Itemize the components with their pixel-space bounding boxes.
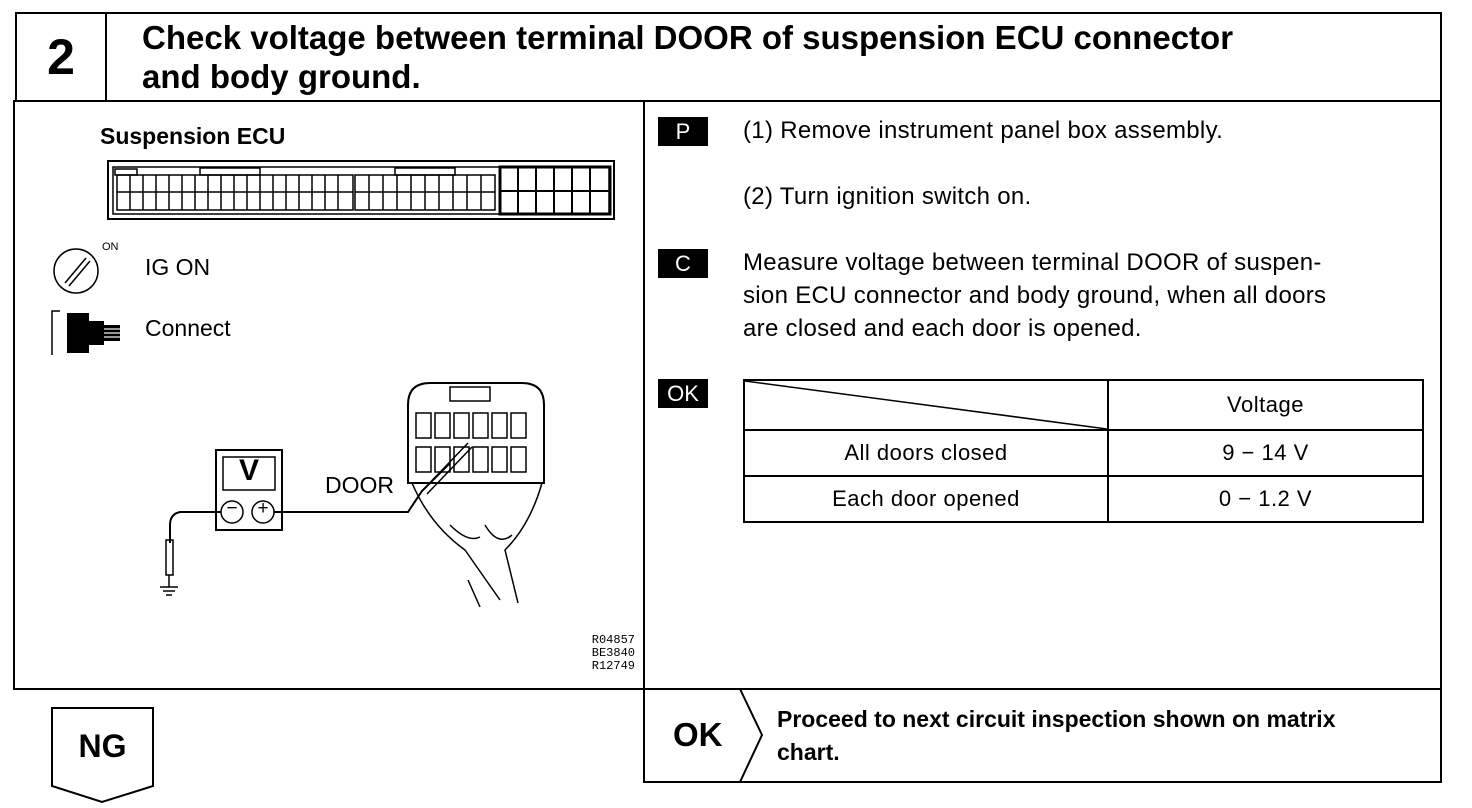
figure-codes: R04857 BE3840 R12749 [555,634,635,673]
figure-code-1: R04857 [591,633,635,647]
figure-code-2: BE3840 [591,646,635,660]
step-divider [105,12,107,102]
voltmeter-symbol: V [238,454,259,487]
table-corner-cell [743,379,1109,431]
panel-divider [643,100,645,690]
step-number: 2 [47,29,75,85]
ecu-label: Suspension ECU [100,123,286,149]
step-title: Check voltage between terminal DOOR of s… [142,18,1432,96]
check-tag: C [658,249,708,278]
door-terminal-label: DOOR [325,472,394,498]
ok-tag: OK [658,379,708,408]
step-title-line1: Check voltage between terminal DOOR of s… [142,19,1234,56]
body-right-border [1440,100,1442,690]
voltmeter-probe-diagram [160,382,545,608]
voltage-cell: 0 − 1.2 V [1107,475,1424,523]
condition-cell: All doors closed [743,429,1109,477]
body-left-border [13,100,15,690]
voltmeter-minus: − [226,498,238,519]
voltage-cell: 9 − 14 V [1107,429,1424,477]
diagonal-divider [745,381,1107,429]
measure-instruction: Measure voltage between terminal DOOR of… [743,246,1326,345]
voltage-header: Voltage [1107,379,1424,431]
proceed-line-2: chart. [777,739,840,765]
prep-step-2: (2) Turn ignition switch on. [743,183,1032,210]
ecu-connector-diagram [107,160,615,220]
table-row: All doors closed 9 − 14 V [743,429,1424,477]
voltage-spec-table: Voltage All doors closed 9 − 14 V Each d… [743,379,1424,523]
measure-line-1: Measure voltage between terminal DOOR of… [743,249,1322,276]
table-row: Each door opened 0 − 1.2 V [743,475,1424,523]
measure-line-2: sion ECU connector and body ground, when… [743,282,1327,309]
ig-on-label: IG ON [145,254,211,280]
ok-result-box [643,688,1442,783]
ig-on-superscript: ON [102,241,119,253]
step-title-line2: and body ground. [142,58,421,95]
ng-result-label: NG [78,728,127,764]
ok-chevron-divider [739,689,764,782]
ng-result-arrow-box [51,707,154,804]
connect-label: Connect [145,315,231,341]
proceed-line-1: Proceed to next circuit inspection shown… [777,706,1336,732]
figure-code-3: R12749 [591,659,635,673]
condition-cell: Each door opened [743,475,1109,523]
proceed-instruction: Proceed to next circuit inspection shown… [777,703,1336,769]
ignition-switch-icon [53,248,99,294]
voltmeter-plus: + [257,498,269,519]
prep-tag: P [658,117,708,146]
measure-line-3: are closed and each door is opened. [743,315,1142,342]
ok-result-label: OK [673,716,723,753]
connect-icon [51,310,120,355]
header-box [15,12,1442,102]
prep-step-1: (1) Remove instrument panel box assembly… [743,117,1224,144]
